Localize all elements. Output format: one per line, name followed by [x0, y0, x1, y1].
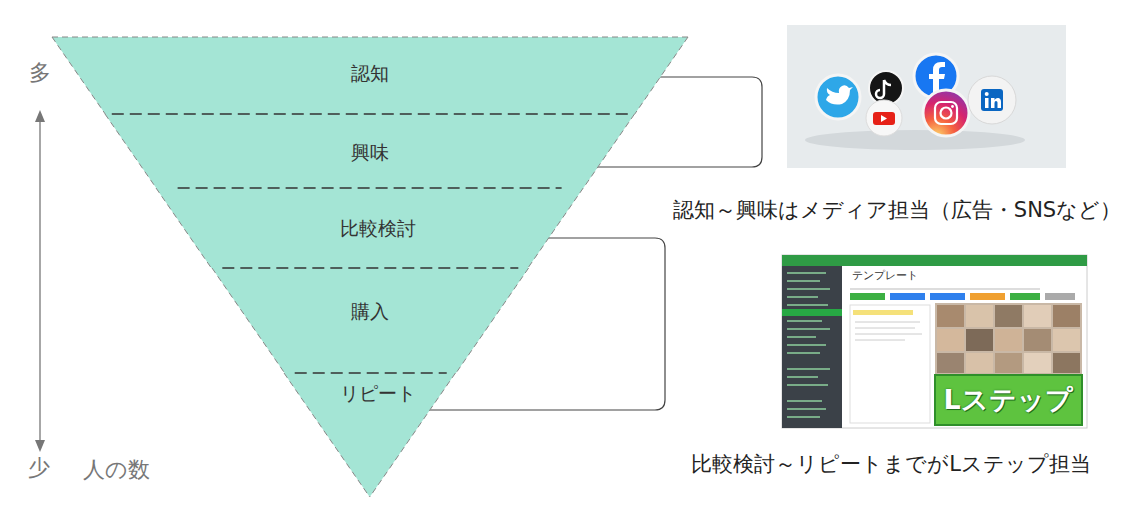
band-fill — [156, 188, 583, 268]
funnel-edge — [52, 37, 688, 38]
funnel-edge — [584, 114, 635, 188]
funnel-edge — [212, 268, 285, 373]
axis-label: 人の数 — [83, 457, 150, 483]
band-separator — [112, 113, 630, 115]
funnel-edge — [528, 188, 583, 268]
funnel-edge — [456, 268, 529, 373]
caption-text: 比較検討～リピートまでがLステップ担当 — [691, 452, 1091, 477]
funnel-band: 購入 — [212, 268, 529, 373]
funnel-band: 認知 — [52, 37, 688, 114]
funnel-edge — [52, 37, 105, 114]
count-arrow — [35, 110, 45, 452]
stage-label: 認知 — [351, 62, 389, 85]
logo-text: Lステップ — [943, 384, 1072, 416]
funnel-edge — [105, 114, 156, 188]
band-fill — [212, 268, 529, 373]
stage-label: 購入 — [351, 300, 389, 323]
band-separator — [295, 372, 447, 374]
stage-label: リピート — [340, 382, 416, 405]
screen-title: テンプレート — [852, 269, 918, 282]
axis-label: 多 — [29, 60, 51, 86]
funnel-edge — [635, 37, 688, 114]
stage-label: 興味 — [351, 141, 389, 164]
funnel-edge — [156, 188, 211, 268]
axis-label: 少 — [28, 455, 50, 481]
photo-grid — [935, 303, 1082, 375]
funnel-band: 比較検討 — [156, 188, 583, 268]
lstep-screenshot — [782, 255, 1087, 428]
sns-illustration — [787, 25, 1066, 168]
funnel-band: リピート — [284, 373, 455, 497]
band-separator — [178, 187, 562, 189]
band-fill — [284, 373, 455, 497]
stage-label: 比較検討 — [340, 217, 416, 240]
band-fill — [105, 114, 635, 188]
funnel-band: 興味 — [105, 114, 635, 188]
band-fill — [52, 37, 688, 114]
band-separator — [222, 267, 518, 269]
caption-text: 認知～興味はメディア担当（広告・SNSなど） — [673, 198, 1121, 223]
